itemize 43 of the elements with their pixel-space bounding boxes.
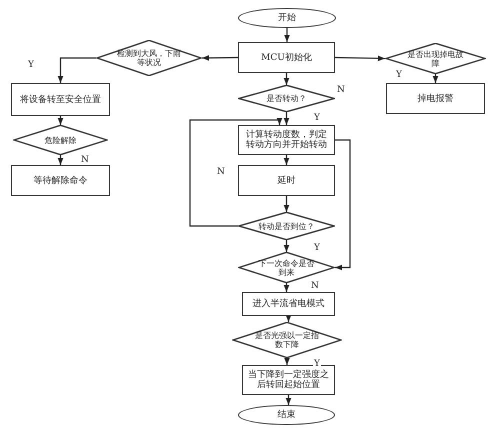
edge-label: N [80,155,90,165]
arrow [286,395,292,405]
decision-diamond: 是否转动？ [238,85,335,112]
terminal-oval: 结束 [238,405,335,425]
edge-label: N [310,281,320,291]
edge-label: Y [27,60,35,70]
process-box: 延时 [238,165,335,196]
arrow [284,155,290,165]
process-box: 等待解除命令 [11,165,110,196]
arrow [284,28,290,42]
branch-label: N [336,85,346,95]
arrow [189,118,282,227]
arrow [334,55,386,62]
edge-label: Y [313,359,321,369]
arrow [284,283,290,292]
arrow [58,155,64,165]
decision-diamond: 是否光强以一定指数下降 [232,322,342,358]
process-box: 将设备转至安全位置 [11,83,110,116]
process-box: 进入半流省电模式 [242,292,335,316]
arrow [58,57,96,83]
arrow [286,314,292,322]
edge-label: N [216,167,226,177]
decision-diamond: 危险解除 [13,125,108,155]
edge-label: Y [313,243,321,253]
decision-diamond: 下一次命令是否到来 [238,252,335,283]
process-box: 当下降到一定强度之后转回起始位置 [242,365,335,395]
arrow [284,112,290,125]
arrow [432,74,438,83]
decision-diamond: 转动是否到位？ [238,212,335,240]
process-box: 计算转动度数，判定转动方向并开始转动 [238,125,335,155]
terminal-oval: 开始 [238,8,336,28]
arrow [284,358,290,365]
arrow [58,116,64,125]
process-box: MCU初始化 [238,42,335,73]
arrow [284,73,290,85]
arrow [284,196,290,212]
arrow [284,240,290,252]
edge-label: Y [395,70,403,80]
arrow [335,139,351,270]
arrow [202,55,238,61]
decision-diamond: 检测到大风，下雨等状况 [96,40,202,76]
process-box: 掉电报警 [386,83,485,114]
edge-label: Y [313,113,321,123]
